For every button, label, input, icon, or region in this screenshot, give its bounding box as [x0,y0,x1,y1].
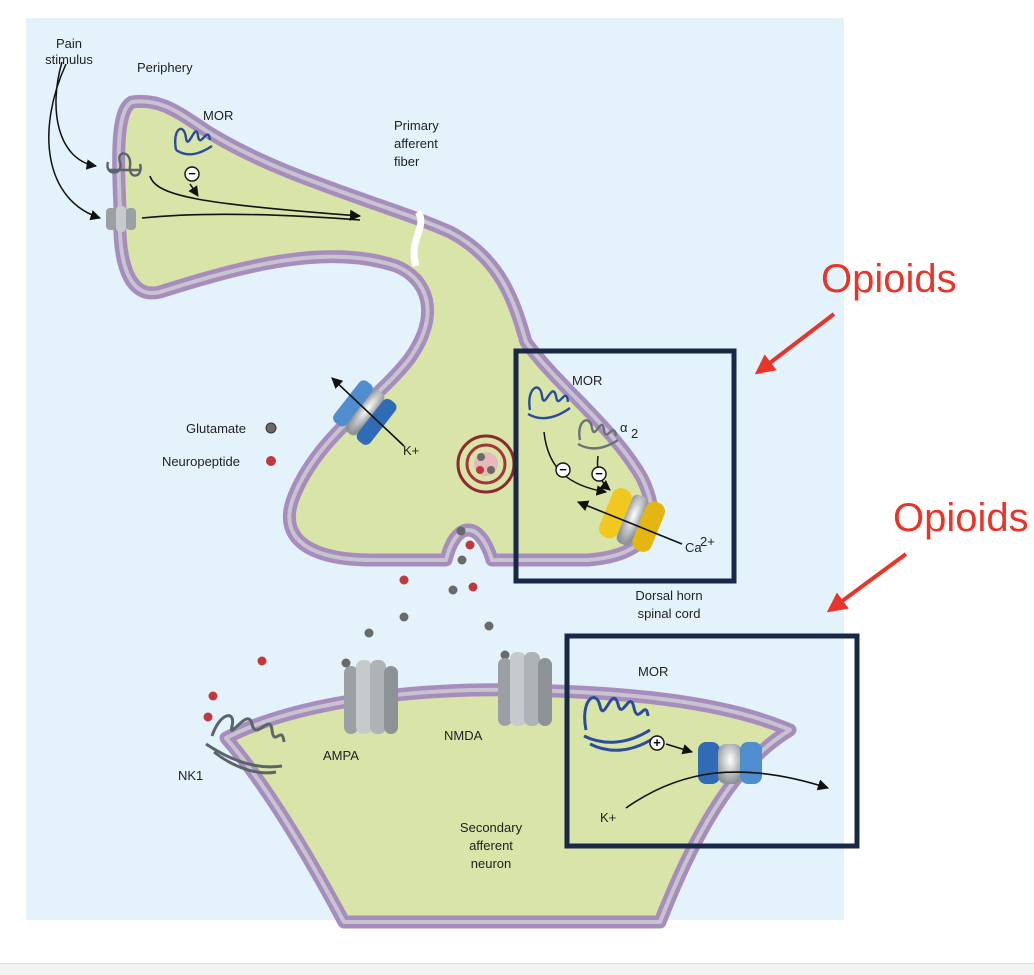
plus-sign-bottom-icon: + [649,735,665,751]
k-plus-top-label: K+ [403,443,419,458]
mor-top-label: MOR [203,108,233,123]
ampa-label: AMPA [323,748,359,763]
primary-afferent-label-2: afferent [394,136,438,151]
k-channel-postsynaptic-icon [698,742,762,784]
ampa-receptor-icon [344,660,398,734]
pain-arrow-2 [48,63,101,221]
mor-receptor-bottom-icon [583,696,655,752]
alpha2-receptor-icon [577,419,619,450]
neuropeptide-label: Neuropeptide [162,454,240,469]
minus-sign-mor-middle-icon: − [555,462,571,478]
mor-activation-arrow-bottom [665,743,694,755]
fiber-break [410,209,425,268]
primary-afferent-label-3: fiber [394,154,420,169]
glutamate-legend-dot [265,422,277,434]
presynaptic-highlight-box [513,348,737,584]
opioids-label-2: Opioids [893,496,1029,540]
svg-text:+: + [653,735,661,750]
signal-arrow-1 [149,175,362,221]
pain-stimulus-label-2: stimulus [45,52,93,67]
ca-channel-icon [599,488,665,552]
opioids-arrow-1 [754,312,836,375]
dorsal-horn-label-2: spinal cord [638,606,701,621]
svg-text:−: − [559,462,567,477]
released-neurotransmitters [203,526,510,722]
opioids-arrow-2 [826,552,908,613]
bottom-scroll-bar [0,963,1034,975]
mor-bottom-label: MOR [638,664,668,679]
nk1-label: NK1 [178,768,203,783]
svg-text:−: − [595,466,603,481]
ca-influx-arrow [576,500,683,545]
alpha2-subscript: 2 [631,426,638,441]
k-efflux-arrow-top [331,377,405,447]
minus-sign-top-icon: − [184,166,200,182]
mor-receptor-top-icon [174,127,213,156]
k-channel-presynaptic-icon [333,380,397,445]
signal-arrow-2 [141,213,361,221]
k-efflux-arrow-bottom [625,771,830,809]
synaptic-vesicle [456,434,516,494]
nk1-receptor-icon [205,714,286,775]
dorsal-horn-label-1: Dorsal horn [635,588,702,603]
mor-inhibition-arrow-top [188,183,199,197]
secondary-afferent-label-1: Secondary [460,820,523,835]
nmda-label: NMDA [444,728,483,743]
svg-text:−: − [188,166,196,181]
periphery-label: Periphery [137,60,193,75]
minus-sign-alpha2-icon: − [591,466,607,482]
glutamate-label: Glutamate [186,421,246,436]
pain-arrow-1 [55,61,98,170]
periphery-ion-channel-icon [106,206,136,232]
opioids-label-1: Opioids [821,257,957,301]
postsynaptic-highlight-box [564,633,860,849]
alpha2-label: α [620,420,628,435]
ca-label: Ca [685,540,702,555]
secondary-afferent-label-3: neuron [471,856,511,871]
ca-superscript: 2+ [700,534,715,549]
secondary-afferent-label-2: afferent [469,838,513,853]
k-plus-bottom-label: K+ [600,810,616,825]
primary-afferent-fiber-inner-edge [116,99,654,562]
periphery-receptor-icon [106,152,142,177]
secondary-afferent-neuron-inner-edge [224,687,792,924]
primary-afferent-label-1: Primary [394,118,439,133]
nmda-receptor-icon [498,652,552,726]
pain-stimulus-label: Pain [56,36,82,51]
mor-middle-label: MOR [572,373,602,388]
neuropeptide-legend-dot [266,456,276,466]
mor-receptor-middle-icon [527,386,571,420]
